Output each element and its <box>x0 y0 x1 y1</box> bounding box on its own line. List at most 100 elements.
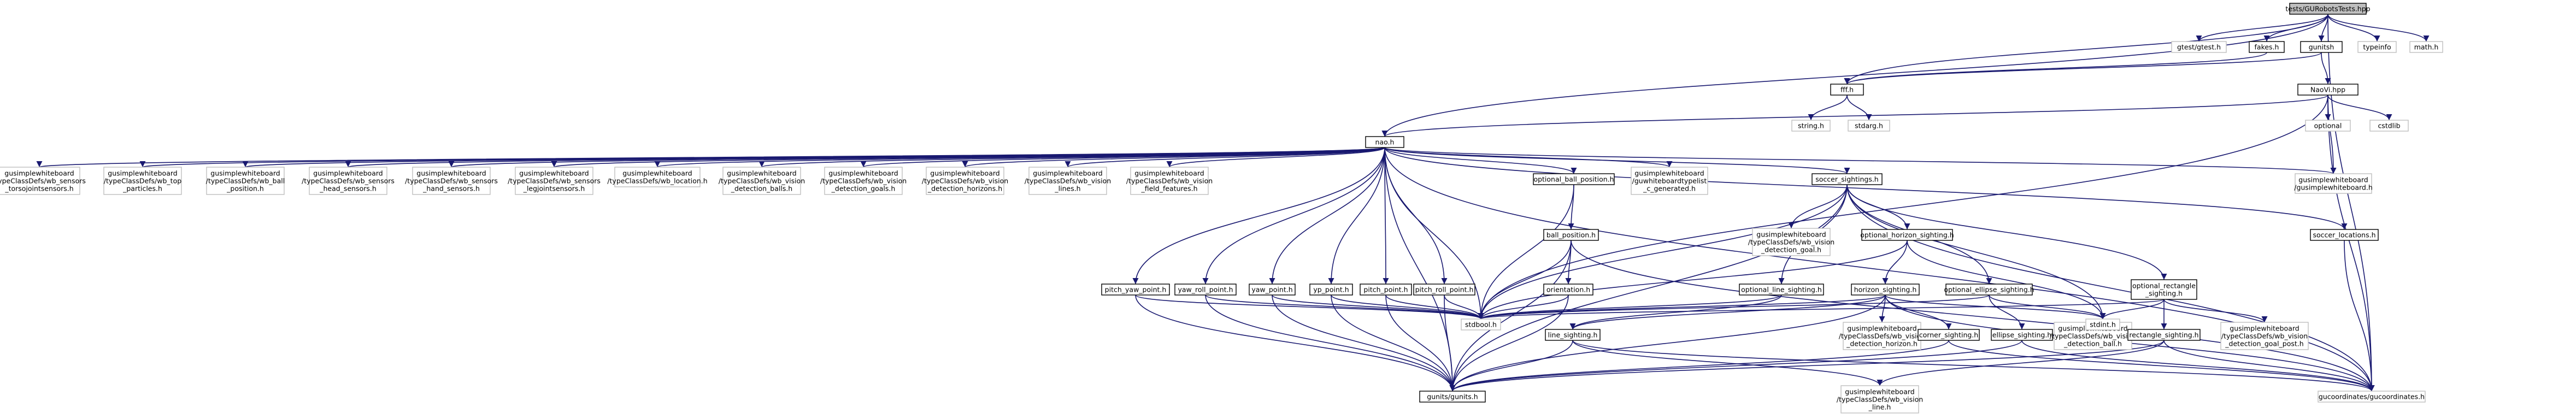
edge-horizon-sighting-to-stdinth <box>1885 294 2106 320</box>
node-pitch-roll-point[interactable]: pitch_roll_point.h <box>1413 284 1475 296</box>
node-optional-rectangle-sighting[interactable]: optional_rectangle_sighting.h <box>2131 279 2197 300</box>
node-box-pitch-roll-point <box>1413 284 1475 296</box>
node-wb-sensors-torso[interactable]: gusimplewhiteboard/typeClassDefs/wb_sens… <box>0 167 86 195</box>
edge-soccer-sightings-to-gucoordinates-h <box>1846 184 2375 392</box>
node-gtest[interactable]: gtest/gtest.h <box>2171 41 2227 53</box>
edge-naoh-to-optional-ball-position <box>1384 147 1577 174</box>
node-yp-point[interactable]: yp_point.h <box>1309 284 1353 296</box>
node-optional-ellipse-sighting[interactable]: optional_ellipse_sighting.h <box>1944 284 2034 296</box>
node-fffh[interactable]: fff.h <box>1830 84 1864 96</box>
edge-naoh-to-gucoordinates-h <box>1384 147 2375 392</box>
node-wb-vision-goals[interactable]: gusimplewhiteboard/typeClassDefs/wb_visi… <box>820 167 907 195</box>
node-ellipse-sighting[interactable]: ellipse_sighting.h <box>1991 329 2053 341</box>
node-wb-sensors-hand[interactable]: gusimplewhiteboard/typeClassDefs/wb_sens… <box>405 167 498 195</box>
node-fakes[interactable]: fakes.h <box>2249 41 2285 53</box>
node-gusimplewhiteboard-h[interactable]: gusimplewhiteboard/gusimplewhiteboard.h <box>2294 173 2373 194</box>
node-optional-horizon-sighting[interactable]: optional_horizon_sighting.h <box>1860 229 1954 241</box>
node-ball-position[interactable]: ball_position.h <box>1543 229 1599 241</box>
node-label-wb-vision-line-line-2: _line.h <box>1868 403 1891 411</box>
node-box-orientation <box>1543 284 1593 296</box>
edge-ball-position-to-stdbool <box>1478 240 1572 320</box>
node-label-wb-vision-horizons-line-1: /typeClassDefs/wb_vision <box>922 177 1008 185</box>
node-box-stdargh <box>1848 120 1890 132</box>
node-label-wb-sensors-head-line-1: /typeClassDefs/wb_sensors <box>302 177 395 185</box>
node-wb-vision-horizons[interactable]: gusimplewhiteboard/typeClassDefs/wb_visi… <box>922 167 1008 195</box>
node-mathh[interactable]: math.h <box>2409 41 2443 53</box>
edge-line-sighting-to-wb-vision-line <box>1572 340 1883 386</box>
node-wb-vision-goal[interactable]: gusimplewhiteboard/typeClassDefs/wb_visi… <box>1748 228 1834 256</box>
edge-naoh-to-yaw-roll-point <box>1202 147 1385 285</box>
node-optional-line-sighting[interactable]: optional_line_sighting.h <box>1739 284 1824 296</box>
node-label-wb-sensors-hand-line-2: _hand_sensors.h <box>422 185 480 193</box>
edge-gunitsh-to-fffh <box>1844 52 2322 85</box>
node-gucoordinates-h[interactable]: gucoordinates/gucoordinates.h <box>2318 391 2426 403</box>
node-yaw-roll-point[interactable]: yaw_roll_point.h <box>1174 284 1237 296</box>
edge-ellipse-sighting-to-gunits-h <box>1449 340 2022 392</box>
node-naoh[interactable]: nao.h <box>1365 136 1404 148</box>
edge-horizon-sighting-to-gunits-h <box>1449 294 1886 392</box>
node-label-stdbool-line-0: stdbool.h <box>1465 321 1497 329</box>
node-corner-sighting[interactable]: corner_sighting.h <box>1918 329 1980 341</box>
node-rectangle-sighting[interactable]: rectangle_sighting.h <box>2127 329 2201 341</box>
node-optional[interactable]: optional <box>2305 120 2351 132</box>
node-wb-sensors-leg[interactable]: gusimplewhiteboard/typeClassDefs/wb_sens… <box>508 167 601 195</box>
node-wb-vision-lines[interactable]: gusimplewhiteboard/typeClassDefs/wb_visi… <box>1025 167 1111 195</box>
node-horizon-sighting[interactable]: horizon_sighting.h <box>1851 284 1920 296</box>
node-gunitsh[interactable]: gunitsh <box>2300 41 2343 53</box>
node-wb-location[interactable]: gusimplewhiteboard/typeClassDefs/wb_loca… <box>607 167 708 187</box>
node-wb-vision-balls[interactable]: gusimplewhiteboard/typeClassDefs/wb_visi… <box>719 167 805 195</box>
node-yaw-point[interactable]: yaw_point.h <box>1249 284 1296 296</box>
node-box-typelist <box>1631 167 1708 195</box>
edge-rectangle-sighting-to-wb-vision-line <box>1877 340 2165 386</box>
node-wb-sensors-head[interactable]: gusimplewhiteboard/typeClassDefs/wb_sens… <box>302 167 395 195</box>
node-label-gucoordinates-h-line-0: gucoordinates/gucoordinates.h <box>2319 393 2425 401</box>
node-pitch-point[interactable]: pitch_point.h <box>1360 284 1412 296</box>
node-gunits-h[interactable]: gunits/gunits.h <box>1419 391 1486 403</box>
edge-root-to-typeinfo <box>2327 14 2380 42</box>
node-stdinth[interactable]: stdint.h <box>2085 318 2120 331</box>
node-typeinfo[interactable]: typeinfo <box>2357 41 2397 53</box>
node-label-wb-sensors-torso-line-2: _torsojointsensors.h <box>4 185 73 193</box>
node-label-wb-vision-goal-post-line-0: gusimplewhiteboard <box>2230 324 2299 333</box>
node-label-wb-vision-goals-line-1: /typeClassDefs/wb_vision <box>820 177 907 185</box>
edge-optional-rectangle-sighting-to-wb-vision-goal-post <box>2163 299 2268 323</box>
node-box-optional <box>2305 120 2351 132</box>
node-wb-vision-field[interactable]: gusimplewhiteboard/typeClassDefs/wb_visi… <box>1126 167 1213 195</box>
node-stringh[interactable]: string.h <box>1791 120 1831 132</box>
node-box-wb-location <box>614 167 701 187</box>
node-label-gusimplewhiteboard-h-line-0: gusimplewhiteboard <box>2298 176 2368 184</box>
edge-orientation-to-stdbool <box>1478 294 1569 320</box>
edge-naoh-to-pitch-yaw-point <box>1132 147 1385 285</box>
node-navvih[interactable]: NaoVi.hpp <box>2297 84 2359 96</box>
edge-root-to-fffh <box>1844 14 2328 85</box>
node-pitch-yaw-point[interactable]: pitch_yaw_point.h <box>1101 284 1170 296</box>
node-label-wb-sensors-hand-line-0: gusimplewhiteboard <box>416 169 486 178</box>
edge-root-to-mathh <box>2327 14 2430 42</box>
node-wb-vision-line[interactable]: gusimplewhiteboard/typeClassDefs/wb_visi… <box>1837 385 1923 414</box>
node-label-wb-ball-position-line-2: _position.h <box>226 185 264 193</box>
node-wb-top-particles[interactable]: gusimplewhiteboard/typeClassDefs/wb_top_… <box>103 167 182 195</box>
node-orientation[interactable]: orientation.h <box>1543 284 1593 296</box>
node-box-wb-vision-horizons <box>926 167 1004 195</box>
node-label-optional-ellipse-sighting-line-0: optional_ellipse_sighting.h <box>1944 286 2034 294</box>
node-label-gunits-h-line-0: gunits/gunits.h <box>1427 393 1478 401</box>
node-cstdlib[interactable]: cstdlib <box>2369 120 2409 132</box>
node-wb-ball-position[interactable]: gusimplewhiteboard/typeClassDefs/wb_ball… <box>206 167 285 195</box>
node-line-sighting[interactable]: line_sighting.h <box>1545 329 1601 341</box>
edge-optional-rectangle-sighting-to-stdinth <box>2099 299 2165 320</box>
node-optional-ball-position[interactable]: optional_ball_position.h <box>1533 173 1615 185</box>
node-box-optional-line-sighting <box>1739 284 1824 296</box>
edge-line-sighting-to-gunits-h <box>1449 340 1573 392</box>
node-label-wb-vision-horizon-line-0: gusimplewhiteboard <box>1847 324 1916 333</box>
node-root[interactable]: tests/GURobotsTests.hpp <box>2285 3 2371 15</box>
edge-pitch-roll-point-to-stdbool <box>1444 294 1484 320</box>
edge-yp-point-to-stdbool <box>1331 294 1484 320</box>
node-stdbool[interactable]: stdbool.h <box>1461 318 1501 331</box>
node-label-optional-line-0: optional <box>2314 122 2342 130</box>
node-wb-vision-horizon[interactable]: gusimplewhiteboard/typeClassDefs/wb_visi… <box>1839 322 1925 350</box>
node-stdargh[interactable]: stdarg.h <box>1848 120 1890 132</box>
node-typelist[interactable]: gusimplewhiteboard/guwhiteboardtypelist_… <box>1631 167 1708 195</box>
node-soccer-locations[interactable]: soccer_locations.h <box>2310 229 2379 241</box>
node-soccer-sightings[interactable]: soccer_sightings.h <box>1812 173 1883 185</box>
node-wb-vision-goal-post[interactable]: gusimplewhiteboard/typeClassDefs/wb_visi… <box>2220 322 2309 350</box>
